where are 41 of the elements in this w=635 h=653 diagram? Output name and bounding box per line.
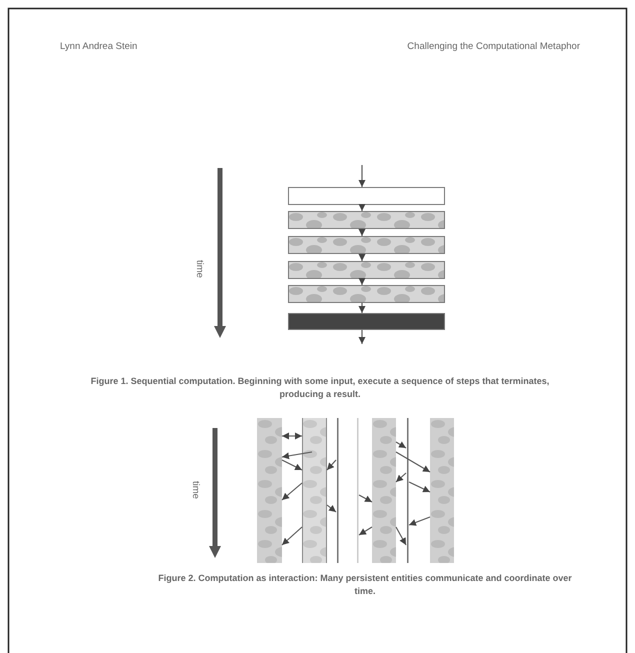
- running-title: Challenging the Computational Metaphor: [406, 40, 580, 54]
- arrow: [282, 460, 302, 470]
- arrow: [358, 494, 372, 502]
- entity-stripe: [372, 418, 396, 563]
- arrow: [358, 254, 366, 261]
- arrow: [326, 504, 336, 512]
- step-bar: [288, 285, 445, 303]
- arrow: [358, 229, 366, 236]
- figure-caption: Figure 2. Computation as interaction: Many persistent entities communicate and coordinate over time.: [157, 572, 573, 598]
- arrow: [358, 303, 366, 313]
- arrow: [396, 452, 430, 472]
- arrow: [282, 526, 302, 546]
- step-bar: [288, 313, 445, 330]
- arrow: [408, 482, 430, 492]
- arrow: [358, 278, 366, 285]
- figure-caption: Figure 1. Sequential computation. Beginning with some input, execute a sequence of steps that terminates, producing a result.: [90, 375, 550, 401]
- step-bar: [288, 261, 445, 279]
- entity-stripe: [257, 418, 282, 563]
- arrow: [282, 482, 302, 500]
- step-bar: [288, 236, 445, 254]
- arrow: [358, 204, 366, 211]
- arrow: [282, 432, 302, 440]
- entity-line: [406, 418, 409, 563]
- arrow: [396, 441, 406, 448]
- axis-label: time: [189, 480, 202, 501]
- entity-stripe: [430, 418, 454, 563]
- step-bar: [288, 187, 445, 205]
- step-bar: [288, 211, 445, 229]
- entity-line: [356, 418, 359, 563]
- arrow: [358, 526, 372, 536]
- entity-stripe: [302, 418, 327, 563]
- arrow: [396, 472, 406, 482]
- author-name: Lynn Andrea Stein: [60, 40, 138, 54]
- entity-line: [336, 418, 339, 563]
- arrow: [282, 451, 312, 460]
- arrow: [408, 516, 430, 526]
- axis-label: time: [193, 259, 206, 280]
- arrow: [358, 165, 366, 187]
- arrow: [358, 330, 366, 344]
- arrow: [326, 460, 336, 470]
- arrow: [396, 526, 406, 546]
